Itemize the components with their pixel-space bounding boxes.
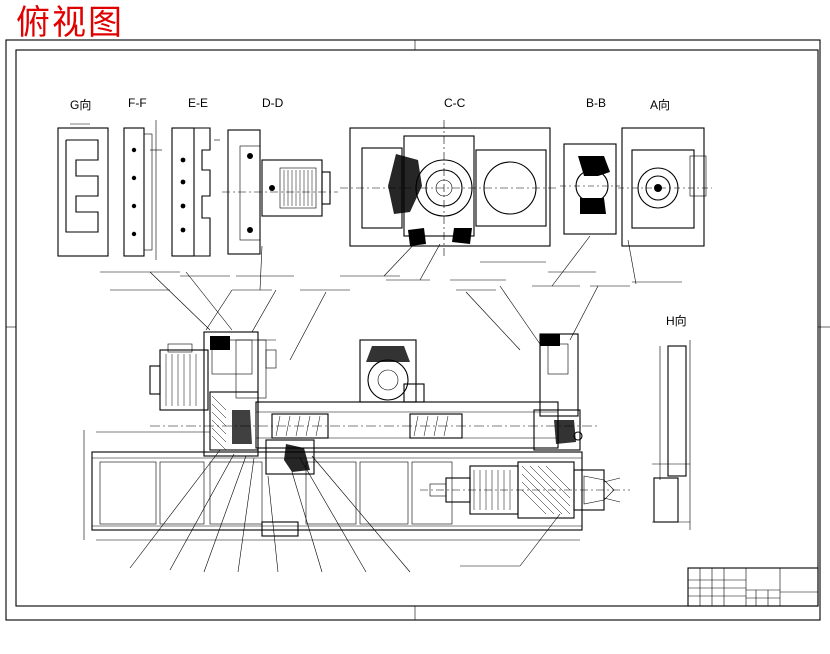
- view-label-bb: B-B: [586, 96, 607, 110]
- view-h-drawing: [652, 340, 691, 530]
- view-ee-drawing: [171, 127, 220, 257]
- drawing-frame: [5, 39, 830, 621]
- view-label-a: A向: [650, 98, 671, 112]
- title-block: [687, 567, 819, 607]
- view-label-ff: F-F: [128, 96, 147, 110]
- bottom-leaders: [129, 449, 561, 573]
- view-cc-drawing: [340, 120, 556, 263]
- view-bb-drawing: [560, 143, 620, 235]
- view-g-drawing: [57, 123, 109, 257]
- view-label-ee: E-E: [188, 96, 209, 110]
- view-dd-drawing: [222, 129, 338, 255]
- view-label-cc: C-C: [444, 96, 466, 110]
- leader-lines: [149, 235, 637, 361]
- view-a-drawing: [618, 127, 712, 247]
- view-ff-drawing: [123, 120, 162, 260]
- view-label-h: H向: [666, 314, 687, 328]
- page-title: 俯视图: [16, 3, 124, 43]
- view-label-g: G向: [70, 98, 92, 112]
- view-label-dd: D-D: [262, 96, 284, 110]
- main-assembly: [83, 331, 630, 541]
- callout-labels: [100, 271, 682, 291]
